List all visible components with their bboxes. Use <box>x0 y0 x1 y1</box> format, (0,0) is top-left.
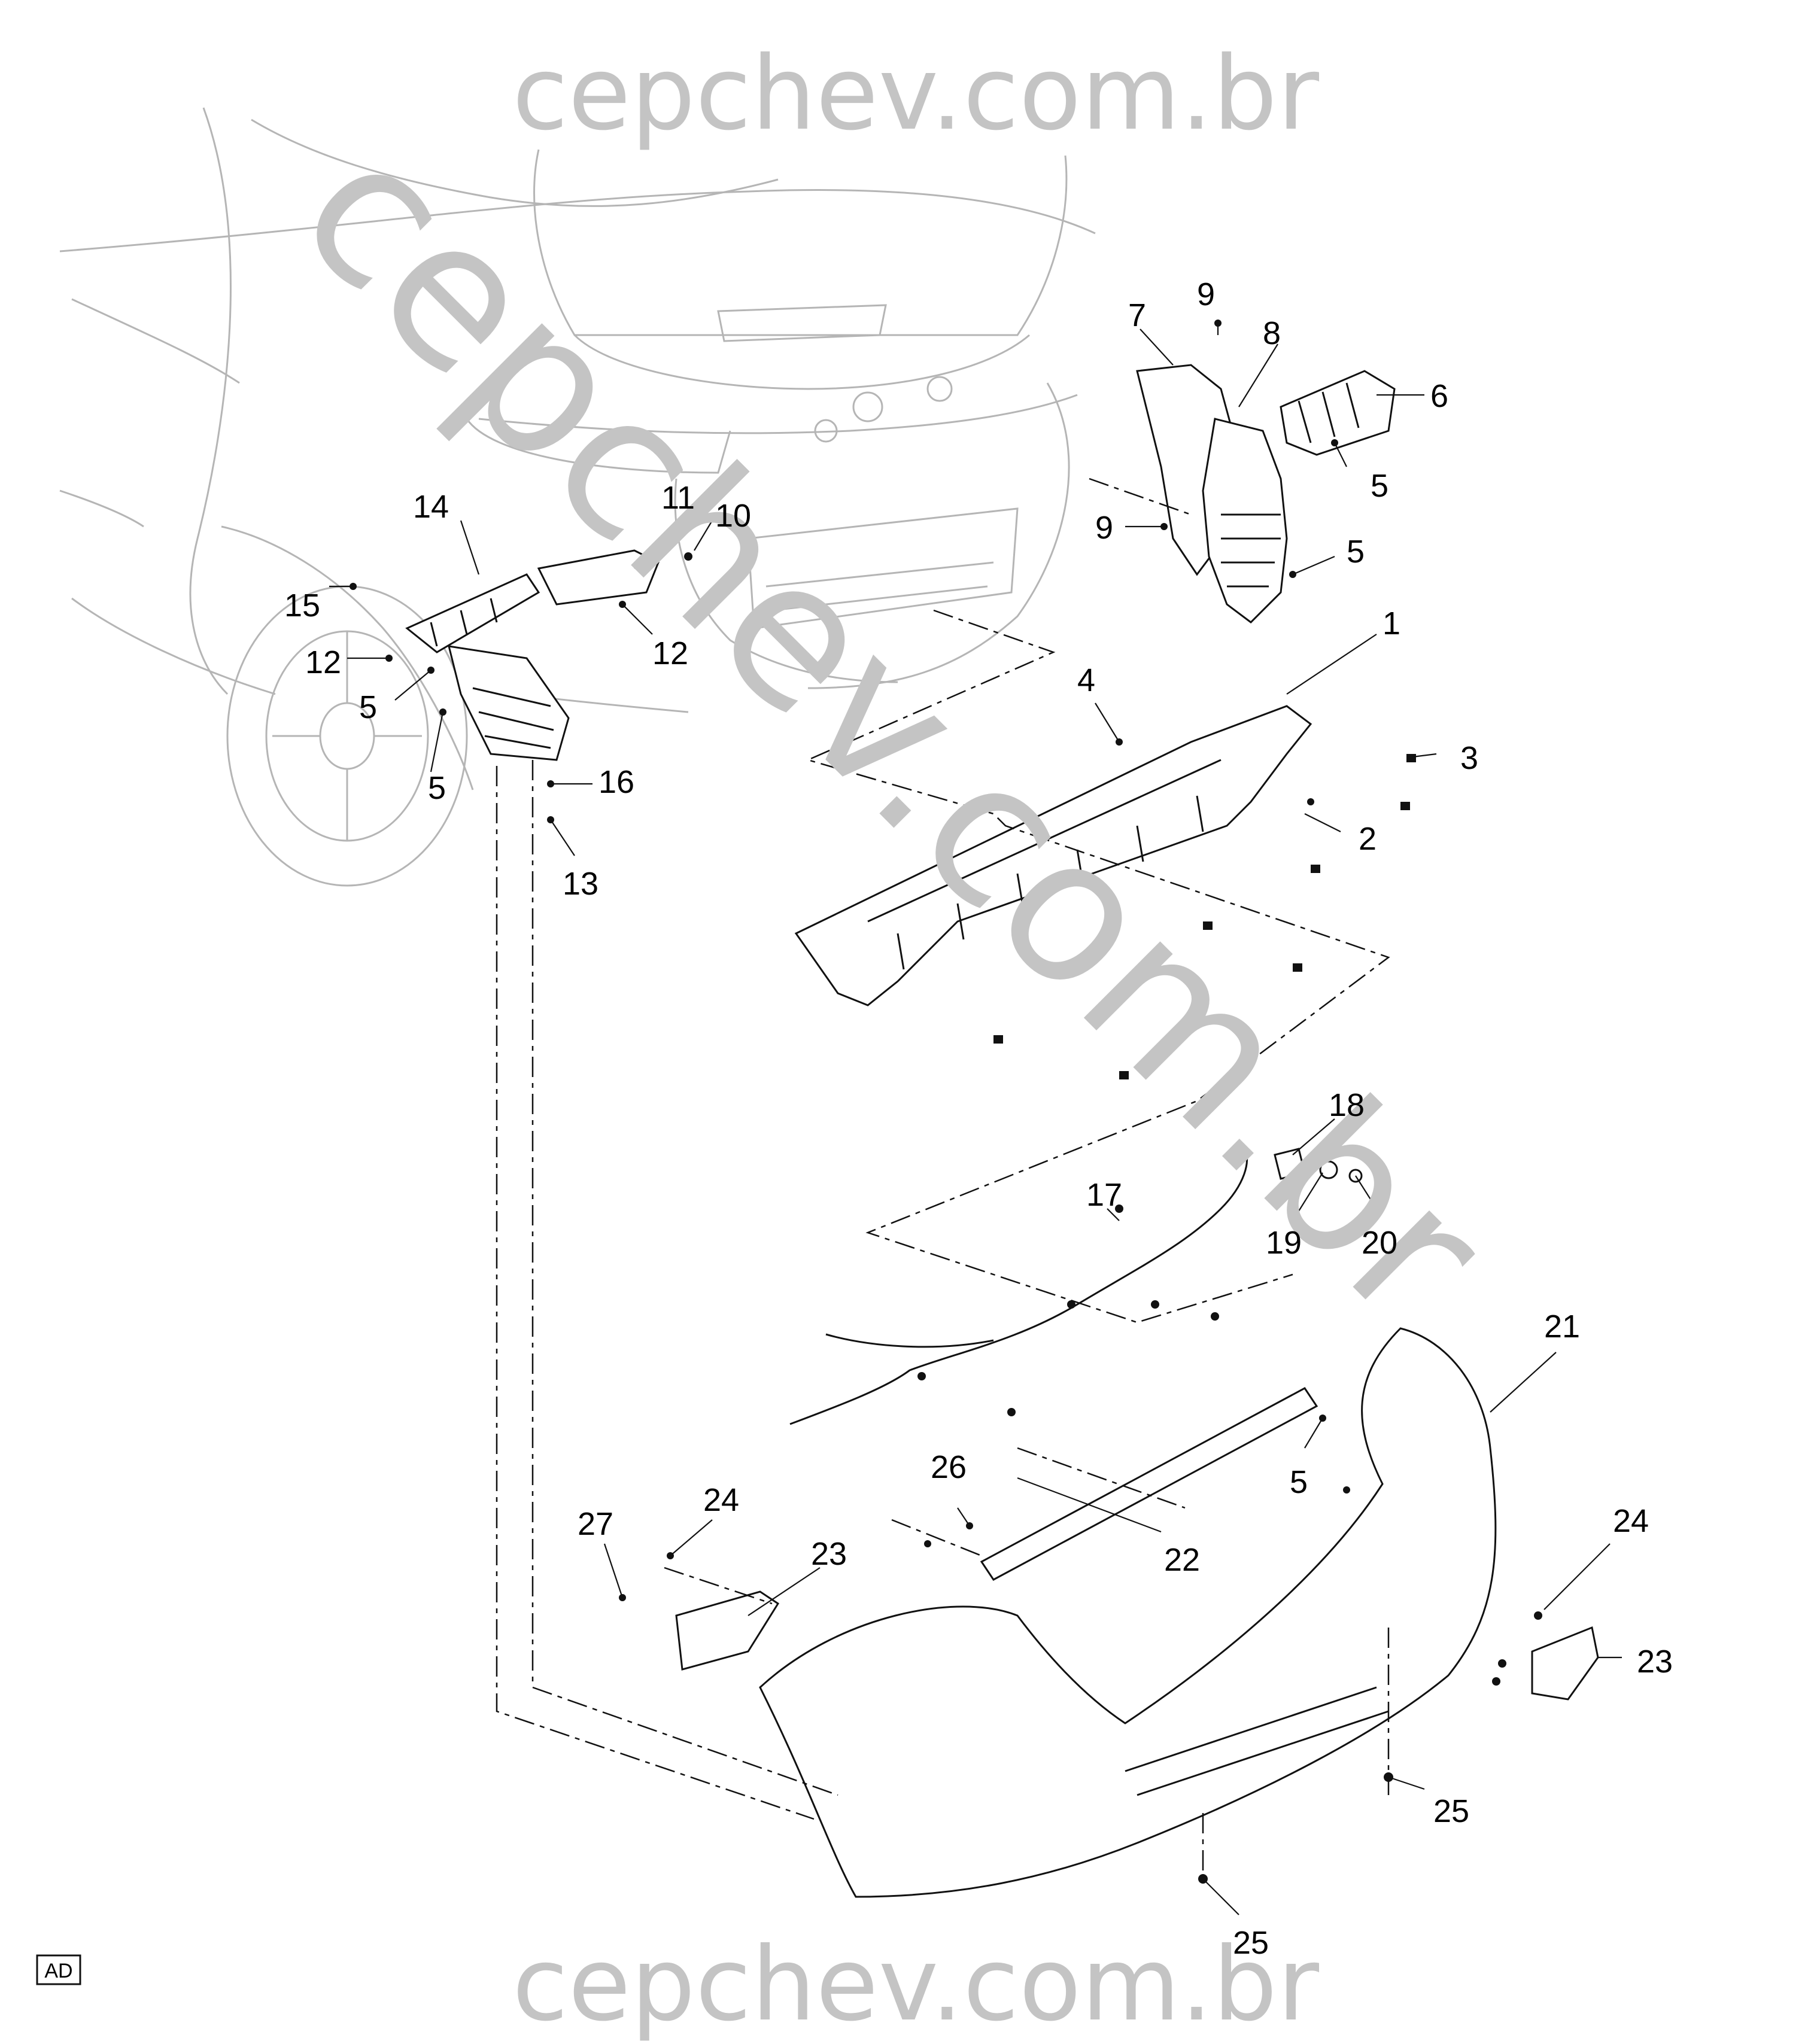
callout-5a: 5 <box>1371 468 1388 504</box>
callout-8: 8 <box>1263 315 1281 351</box>
callout-9a: 9 <box>1197 276 1215 312</box>
callout-1: 1 <box>1382 606 1400 641</box>
callout-20: 20 <box>1362 1225 1397 1261</box>
part-8-liner <box>1202 418 1288 623</box>
part-17-wire-harness <box>789 1148 1248 1425</box>
assembly-guide-lines <box>496 477 1390 1885</box>
callout-3: 3 <box>1460 740 1478 776</box>
callout-15: 15 <box>284 588 320 623</box>
callout-4: 4 <box>1077 662 1095 698</box>
callout-9b: 9 <box>1095 510 1113 546</box>
callout-11: 11 <box>661 480 695 516</box>
callout-5d: 5 <box>428 770 446 806</box>
part-22-trim-strip <box>980 1387 1318 1581</box>
part-23-reflector-left <box>675 1590 780 1671</box>
callout-25a: 25 <box>1433 1793 1469 1829</box>
callout-16: 16 <box>598 764 634 800</box>
part-6-bracket <box>1280 370 1396 456</box>
callout-24b: 24 <box>1613 1503 1649 1539</box>
callout-25b: 25 <box>1233 1925 1269 1961</box>
callout-19: 19 <box>1266 1225 1302 1261</box>
callout-5b: 5 <box>1347 534 1365 570</box>
callout-14: 14 <box>413 489 449 525</box>
callout-2: 2 <box>1359 821 1377 857</box>
ad-badge: AD <box>36 1954 81 1985</box>
callout-21: 21 <box>1544 1309 1580 1345</box>
callout-10: 10 <box>715 498 751 534</box>
callout-22: 22 <box>1164 1542 1200 1578</box>
callout-18: 18 <box>1329 1087 1365 1123</box>
callout-7: 7 <box>1128 297 1146 333</box>
part-16-panel <box>447 645 570 761</box>
callout-12a: 12 <box>305 644 341 680</box>
callout-23a: 23 <box>811 1536 847 1572</box>
part-11-bracket <box>537 549 660 606</box>
part-21-bumper-fascia <box>759 1327 1497 1898</box>
callout-17: 17 <box>1086 1177 1122 1213</box>
part-23-reflector-right <box>1531 1626 1599 1701</box>
callout-23b: 23 <box>1637 1644 1673 1680</box>
callout-12b: 12 <box>652 635 688 671</box>
ad-badge-label: AD <box>44 1960 72 1982</box>
callout-24a: 24 <box>703 1482 739 1518</box>
callout-5c: 5 <box>359 689 377 725</box>
callout-5e: 5 <box>1290 1464 1308 1500</box>
callout-13: 13 <box>563 866 598 902</box>
leader-lines <box>329 323 1622 1915</box>
part-14-bracket <box>405 573 540 653</box>
callout-labels: 1 2 3 4 5 5 5 5 5 5 6 7 8 9 9 10 11 12 1… <box>284 276 1673 1961</box>
callout-26: 26 <box>931 1449 967 1485</box>
watermark-bottom: cepchev.com.br <box>512 1926 1319 2044</box>
callout-27: 27 <box>578 1506 613 1542</box>
callout-6: 6 <box>1430 378 1448 414</box>
part-1-energy-absorber <box>794 705 1312 1006</box>
watermark-top: cepchev.com.br <box>512 35 1319 153</box>
